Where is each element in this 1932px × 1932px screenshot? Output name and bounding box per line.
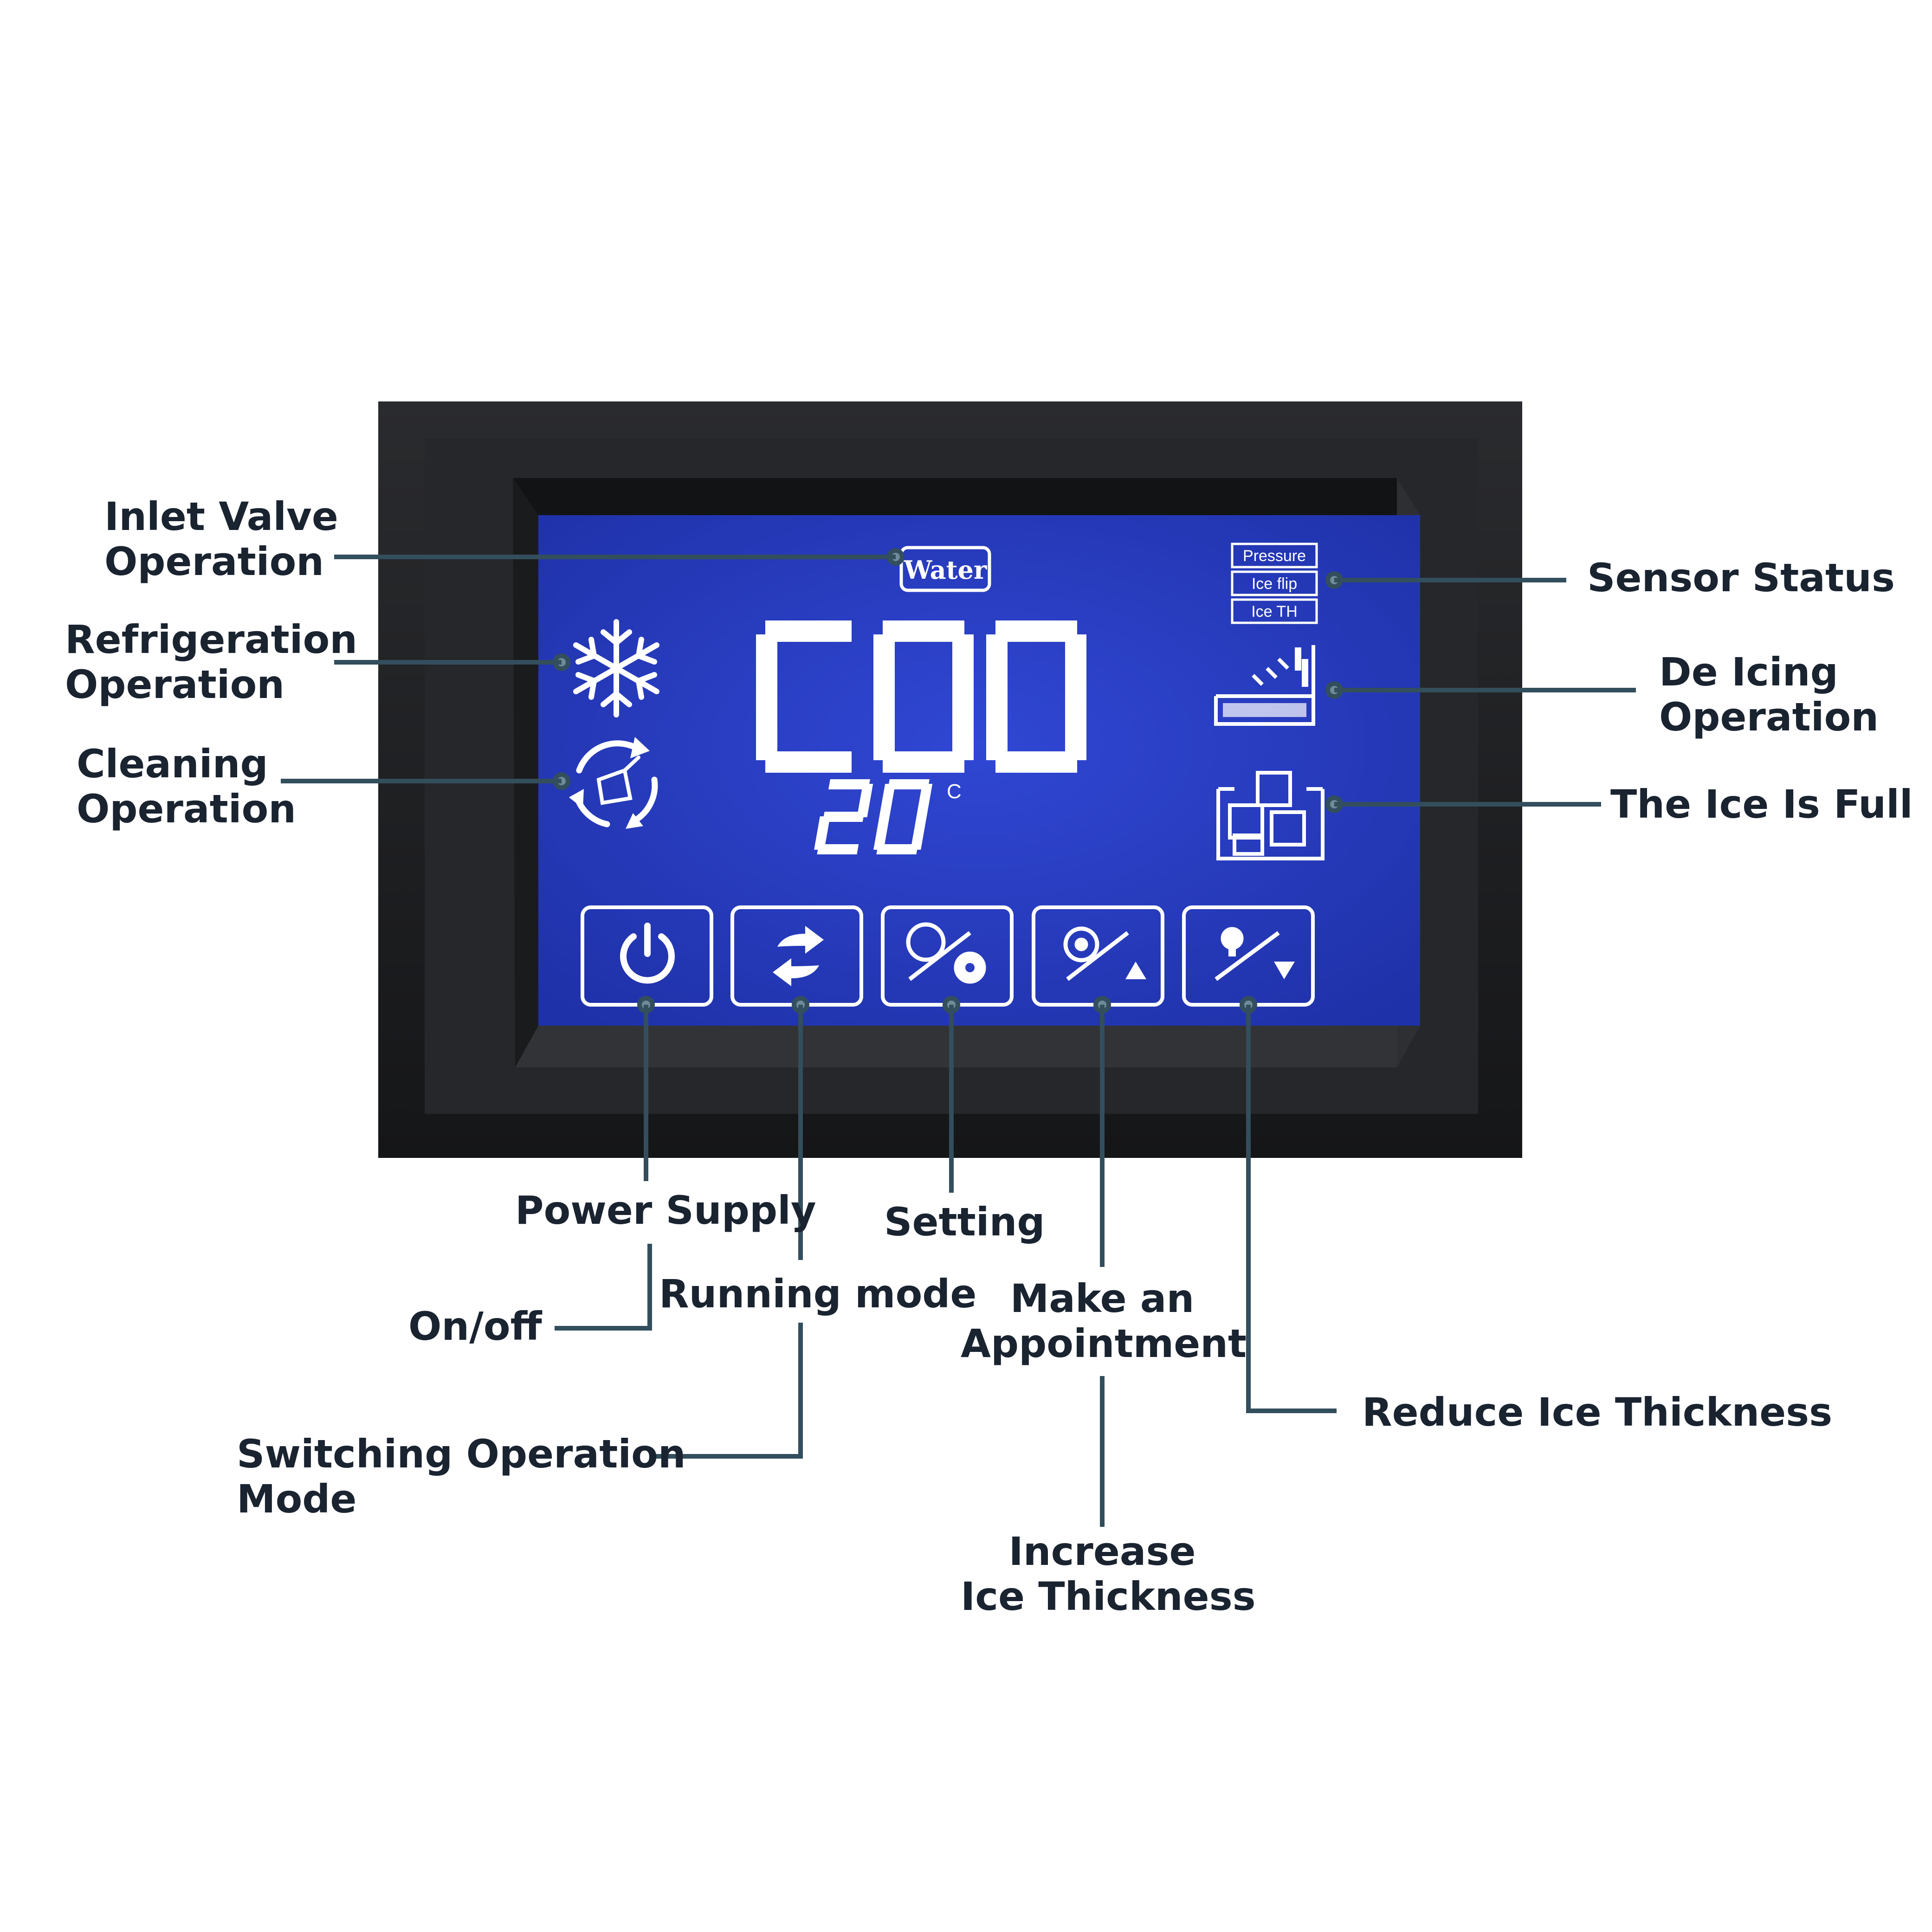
setting-label: Setting (884, 1199, 1045, 1245)
main-code-display (756, 620, 1086, 773)
sensor-pressure-label: Pressure (1243, 547, 1306, 565)
digit-0-second (986, 620, 1086, 773)
water-indicator-label: Water (904, 555, 987, 585)
sensor-status-label: Sensor Status (1587, 555, 1895, 601)
leader-lines (281, 548, 1636, 1527)
snowflake-icon (573, 619, 659, 717)
ice-full-label: The Ice Is Full (1610, 782, 1913, 827)
digit-c (756, 620, 852, 773)
sensor-ice-th-label: Ice TH (1251, 603, 1298, 620)
appointment-up-icon (1063, 926, 1146, 981)
ice-full-icon (1216, 771, 1325, 860)
sensor-status-boxes: Pressure Ice flip Ice TH (1231, 543, 1318, 624)
temperature-unit: C (947, 780, 962, 803)
water-indicator-box (899, 546, 991, 592)
cleaning-cycle-icon (569, 737, 658, 829)
de-icing-icon (1214, 645, 1315, 726)
reduce-ice-thickness-label: Reduce Ice Thickness (1362, 1389, 1833, 1435)
running-mode-label: Running mode (659, 1271, 977, 1317)
bulb-down-icon (1215, 927, 1295, 981)
digit-0-first (873, 620, 974, 773)
temperature-display (814, 779, 933, 854)
clock-gear-icon (906, 922, 986, 984)
sensor-ice-flip-label: Ice flip (1252, 575, 1297, 593)
power-icon (620, 923, 675, 984)
power-supply-label: Power Supply (515, 1188, 816, 1233)
swap-arrows-icon (773, 926, 824, 986)
on-off-label: On/off (408, 1304, 542, 1349)
